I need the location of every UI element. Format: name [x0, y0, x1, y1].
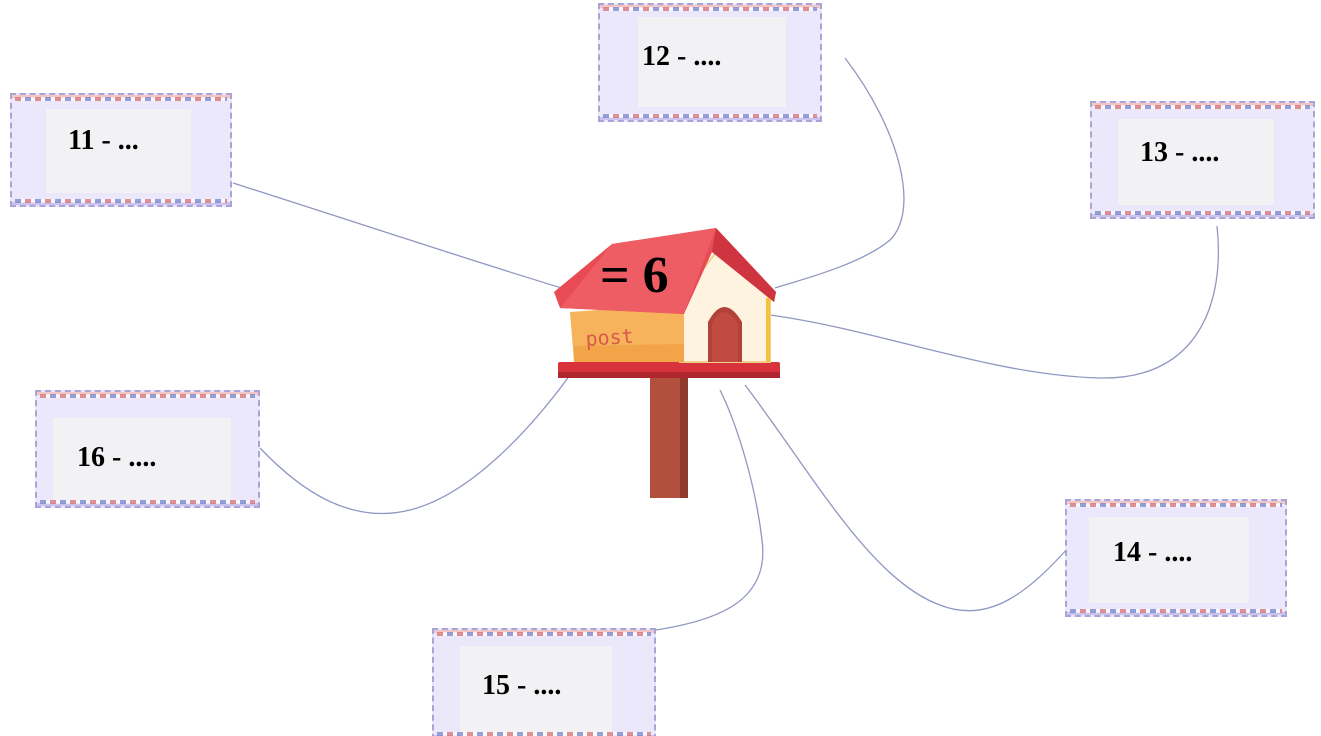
mailbox-illustration: post: [554, 228, 780, 498]
envelope-label: 16 - ....: [77, 442, 157, 473]
envelope-label: 11 - ...: [68, 125, 139, 156]
mailbox-post-text: post: [585, 324, 635, 351]
connector-16: [259, 374, 571, 515]
center-equation: = 6: [600, 247, 669, 304]
envelope-13: 13 - ....: [1090, 101, 1315, 219]
envelope-15: 15 - ....: [432, 628, 656, 736]
connector-15: [655, 389, 764, 631]
envelope-11: 11 - ...: [10, 93, 232, 207]
envelope-label: 14 - ....: [1113, 537, 1193, 568]
connector-12: [774, 57, 905, 289]
envelope-label: 15 - ....: [482, 670, 562, 701]
connector-11: [232, 182, 576, 293]
connector-13: [769, 225, 1220, 379]
envelope-label: 12 - ....: [642, 41, 722, 72]
envelope-12: 12 - ....: [598, 3, 822, 122]
envelope-16: 16 - ....: [35, 390, 260, 508]
envelope-label: 13 - ....: [1140, 137, 1220, 168]
connector-14: [744, 384, 1069, 612]
envelope-14: 14 - ....: [1065, 499, 1287, 617]
